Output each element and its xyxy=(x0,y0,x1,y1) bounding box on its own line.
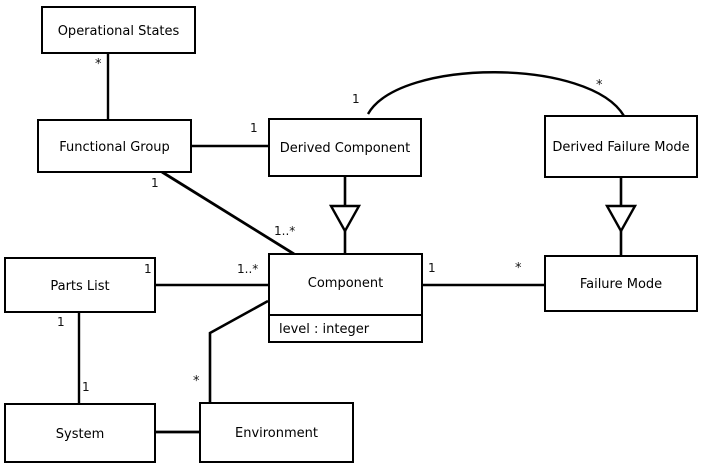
class-box-failure-mode[interactable]: Failure Mode xyxy=(544,255,698,312)
multiplicity-label: * xyxy=(515,261,522,276)
class-name-system: System xyxy=(55,426,105,442)
class-box-component[interactable]: Component level : integer xyxy=(268,253,423,343)
edge-environment-component xyxy=(208,299,269,402)
class-attributes-component: level : integer xyxy=(270,314,421,343)
multiplicity-label: 1 xyxy=(250,121,258,135)
class-box-environment[interactable]: Environment xyxy=(199,402,354,463)
multiplicity-label: 1 xyxy=(352,92,360,106)
class-box-parts-list[interactable]: Parts List xyxy=(4,257,156,313)
hollow-triangle-icon xyxy=(604,204,638,234)
multiplicity-label: * xyxy=(95,57,102,72)
class-name-derived-failure-mode: Derived Failure Mode xyxy=(552,140,690,156)
class-box-derived-component[interactable]: Derived Component xyxy=(268,118,422,177)
multiplicity-label: 1 xyxy=(82,380,90,394)
class-name-functional-group: Functional Group xyxy=(59,139,170,155)
class-box-system[interactable]: System xyxy=(4,403,156,463)
multiplicity-label: 1 xyxy=(151,176,159,190)
multiplicity-label: 1 xyxy=(144,262,152,276)
multiplicity-label: 1..* xyxy=(274,224,296,238)
multiplicity-label: 1 xyxy=(428,261,436,275)
class-name-derived-component: Derived Component xyxy=(279,141,411,157)
class-name-component: Component xyxy=(307,276,384,292)
class-box-functional-group[interactable]: Functional Group xyxy=(37,119,192,173)
hollow-triangle-icon xyxy=(328,204,362,234)
multiplicity-label: * xyxy=(193,374,200,389)
attribute-level: level : integer xyxy=(279,322,370,337)
class-name-environment: Environment xyxy=(234,426,318,442)
multiplicity-label: 1 xyxy=(57,315,65,329)
multiplicity-label: * xyxy=(596,78,603,93)
class-name-parts-list: Parts List xyxy=(50,278,110,294)
class-name-operational-states: Operational States xyxy=(57,23,180,39)
edge-functional-group-component xyxy=(161,170,295,256)
class-box-operational-states[interactable]: Operational States xyxy=(41,6,196,54)
class-box-derived-failure-mode[interactable]: Derived Failure Mode xyxy=(544,115,698,178)
class-name-failure-mode: Failure Mode xyxy=(579,277,663,293)
multiplicity-label: 1..* xyxy=(237,262,259,276)
edge-derived-component-derived-failure-mode-arc xyxy=(366,71,626,117)
